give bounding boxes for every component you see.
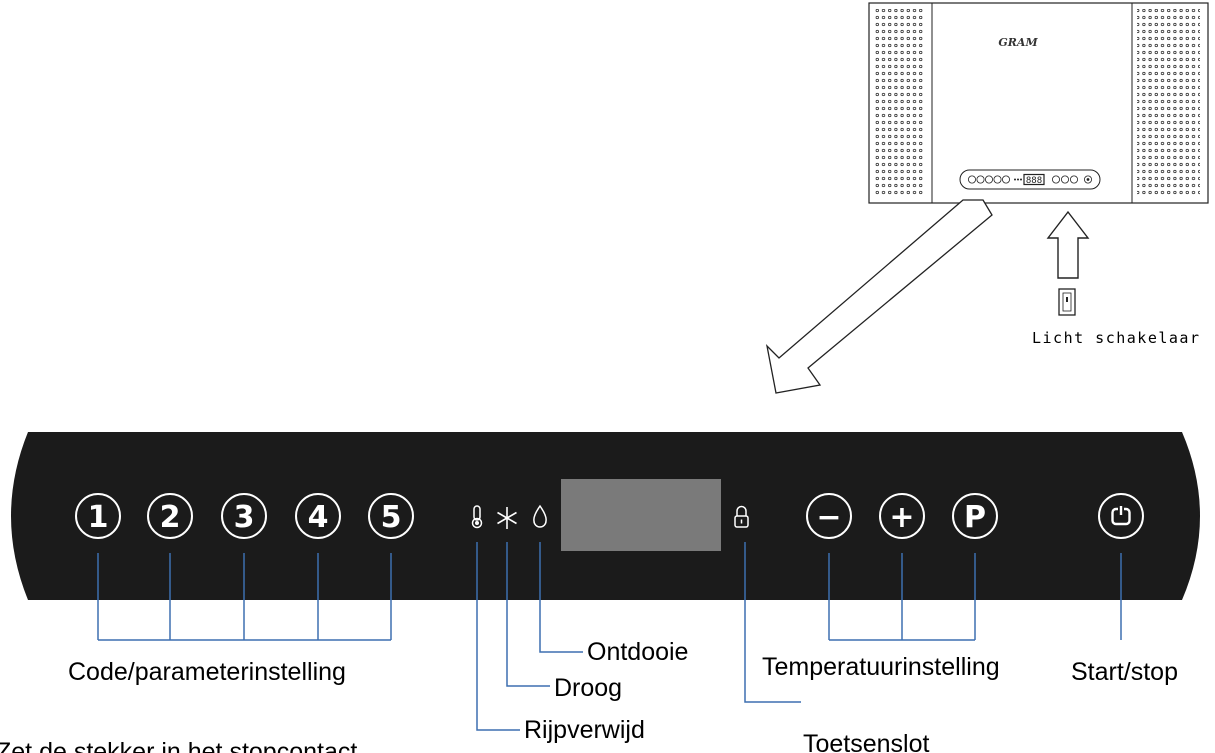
- key-4-label: 4: [308, 500, 329, 535]
- brand-logo: GRAM: [998, 36, 1038, 49]
- mini-display-readout: 888: [1026, 176, 1042, 186]
- key-lock-callout: [744, 542, 801, 703]
- droplet-icon: [533, 504, 547, 528]
- defrost-label: Ontdooie: [587, 638, 688, 666]
- mini-key-minus: [1052, 175, 1061, 184]
- dry-callout: [506, 542, 550, 687]
- left-grille: [875, 9, 925, 197]
- key-2[interactable]: [147, 493, 193, 539]
- mini-key-power: [1084, 175, 1093, 184]
- p-button-label: P: [964, 500, 986, 535]
- key-lock-label: Toetsenslot: [803, 730, 930, 753]
- power-button[interactable]: [1098, 493, 1144, 539]
- mini-key-3: [985, 175, 994, 184]
- mini-key-4: [993, 175, 1002, 184]
- key-5-label: 5: [381, 500, 402, 535]
- mini-key-1: [968, 175, 977, 184]
- zoom-arrow: [765, 199, 993, 394]
- appliance-front: GRAM 888: [868, 2, 1209, 204]
- frost-removal-label: Rijpverwijd: [524, 716, 645, 744]
- footer-instruction: Zet de stekker in het stopcontact: [0, 738, 357, 753]
- mini-display: [1023, 173, 1045, 186]
- dry-label: Droog: [554, 674, 622, 702]
- snowflake-icon: [497, 507, 517, 529]
- key-3-label: 3: [234, 500, 255, 535]
- key-2-label: 2: [160, 500, 181, 535]
- control-panel: 1 2 3 4 5 −: [11, 432, 1200, 600]
- mini-control-panel: 888: [959, 169, 1101, 190]
- temperature-callout: [828, 553, 976, 641]
- light-switch-label: Licht schakelaar: [1032, 329, 1201, 347]
- key-1[interactable]: [75, 493, 121, 539]
- key-4[interactable]: [295, 493, 341, 539]
- mini-key-plus: [1061, 175, 1070, 184]
- defrost-callout: [539, 542, 583, 653]
- display-window: [561, 479, 721, 551]
- minus-button[interactable]: [806, 493, 852, 539]
- code-label: Code/parameterinstelling: [68, 658, 346, 686]
- code-callout: [97, 553, 392, 641]
- frost-removal-callout: [476, 542, 520, 731]
- mini-key-p: [1070, 175, 1079, 184]
- thermometer-icon: [471, 505, 483, 529]
- mini-key-2: [976, 175, 985, 184]
- minus-button-label: −: [816, 500, 841, 535]
- start-stop-label: Start/stop: [1071, 658, 1178, 686]
- right-grille: [1137, 9, 1200, 197]
- power-icon: [1111, 505, 1131, 526]
- key-1-label: 1: [88, 500, 109, 535]
- plus-button-label: +: [889, 500, 914, 535]
- key-5[interactable]: [368, 493, 414, 539]
- padlock-icon: [734, 505, 749, 528]
- mini-key-5: [1002, 175, 1011, 184]
- p-button[interactable]: [952, 493, 998, 539]
- plus-button[interactable]: [879, 493, 925, 539]
- key-3[interactable]: [221, 493, 267, 539]
- up-arrow: [1046, 210, 1090, 279]
- light-switch: [1058, 288, 1076, 316]
- temperature-label: Temperatuurinstelling: [762, 653, 1000, 681]
